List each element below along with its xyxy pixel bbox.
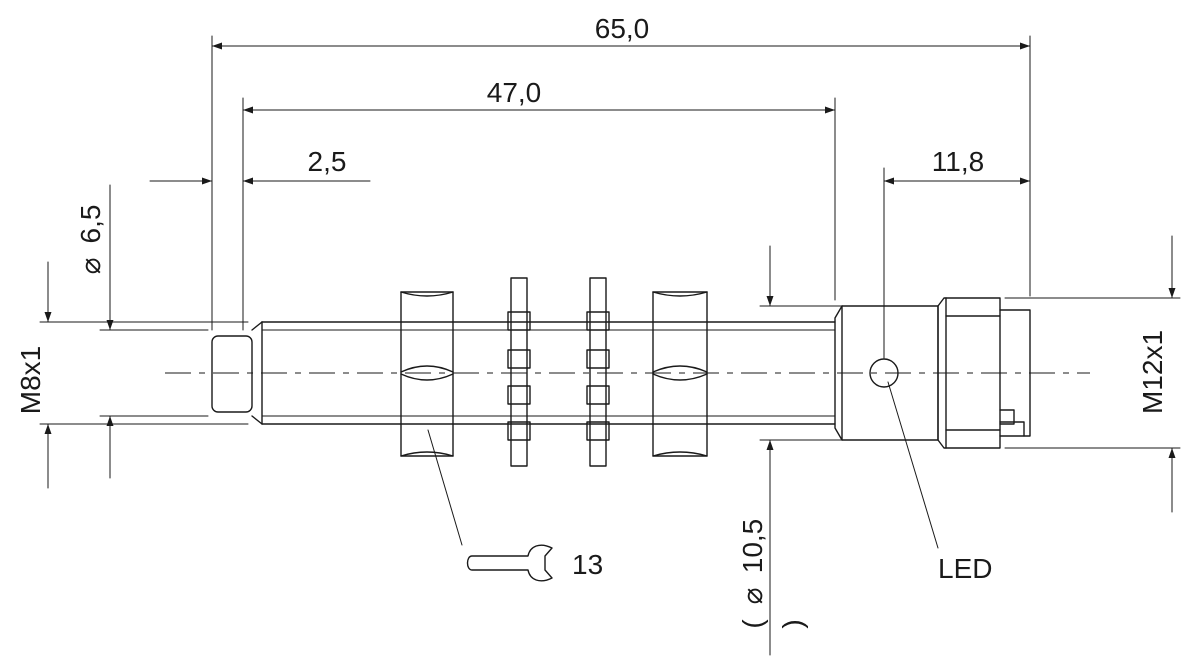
lock-washer-right — [586, 277, 610, 467]
svg-text:): ) — [777, 619, 808, 628]
led-leader — [887, 381, 939, 549]
label-front-offset: 2,5 — [308, 146, 347, 177]
svg-text:⌀: ⌀ — [737, 588, 768, 605]
led-indicator — [869, 358, 899, 388]
svg-text:6,5: 6,5 — [75, 205, 106, 244]
lock-washer-left — [507, 277, 531, 467]
label-face-diameter: ⌀ 6,5 — [75, 205, 106, 275]
label-m12-thread: M12x1 — [1137, 330, 1168, 414]
svg-text:⌀: ⌀ — [75, 258, 106, 275]
dimension-lines — [44, 42, 1176, 656]
label-wrench-size: 13 — [572, 549, 603, 580]
hex-nut-right — [652, 291, 708, 457]
sensor-body — [165, 277, 1090, 467]
thread-chamfer — [251, 321, 263, 425]
label-thread-length: 47,0 — [487, 77, 542, 108]
label-led: LED — [938, 553, 992, 584]
hex-nut-left — [400, 291, 454, 457]
label-connector-length: 11,8 — [932, 146, 984, 177]
svg-text:10,5: 10,5 — [737, 519, 768, 574]
label-m8-thread: M8x1 — [15, 346, 46, 414]
connector-m12 — [937, 297, 1031, 449]
label-overall-length: 65,0 — [595, 13, 650, 44]
wrench-icon — [466, 544, 553, 582]
wrench-leader — [427, 429, 463, 546]
extension-lines — [39, 35, 1181, 449]
label-flange-diameter: ( ⌀ 10,5 ) — [737, 519, 808, 629]
sensor-face — [211, 335, 253, 413]
svg-text:(: ( — [737, 619, 768, 629]
leader-lines — [427, 381, 939, 549]
